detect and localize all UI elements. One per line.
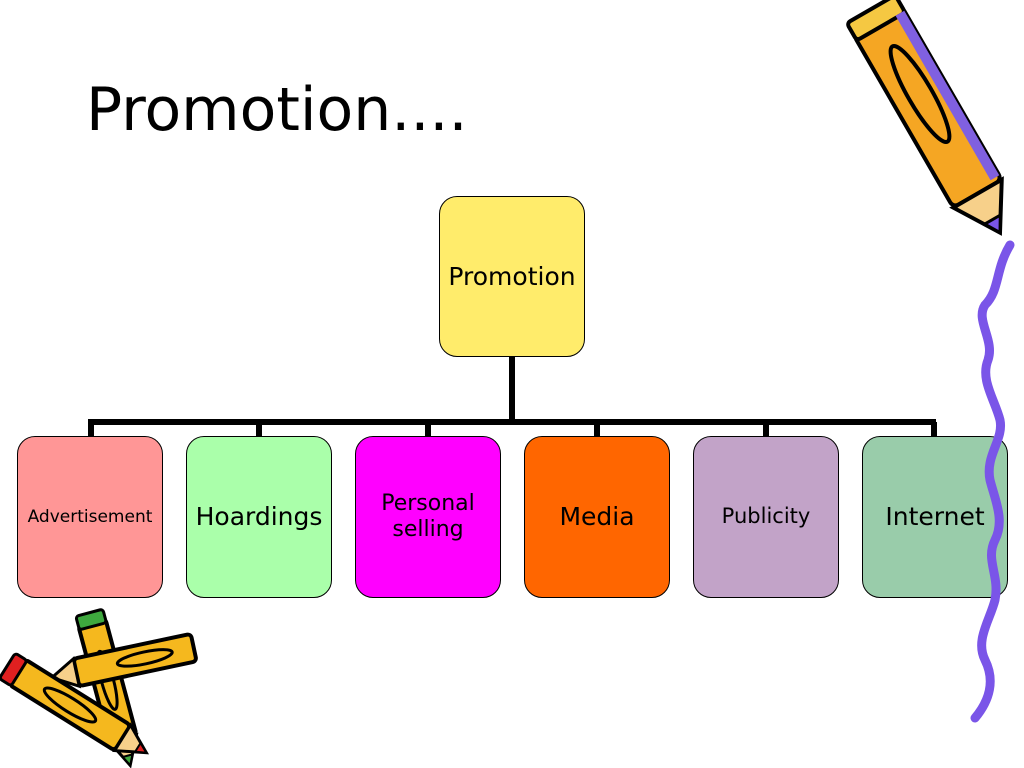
node-advertisement: Advertisement	[17, 436, 163, 598]
node-personal-selling: Personal selling	[355, 436, 501, 598]
node-media: Media	[524, 436, 670, 598]
node-publicity: Publicity	[693, 436, 839, 598]
slide-title: Promotion....	[86, 75, 468, 145]
node-internet: Internet	[862, 436, 1008, 598]
node-hoardings: Hoardings	[186, 436, 332, 598]
node-promotion: Promotion	[439, 196, 585, 357]
